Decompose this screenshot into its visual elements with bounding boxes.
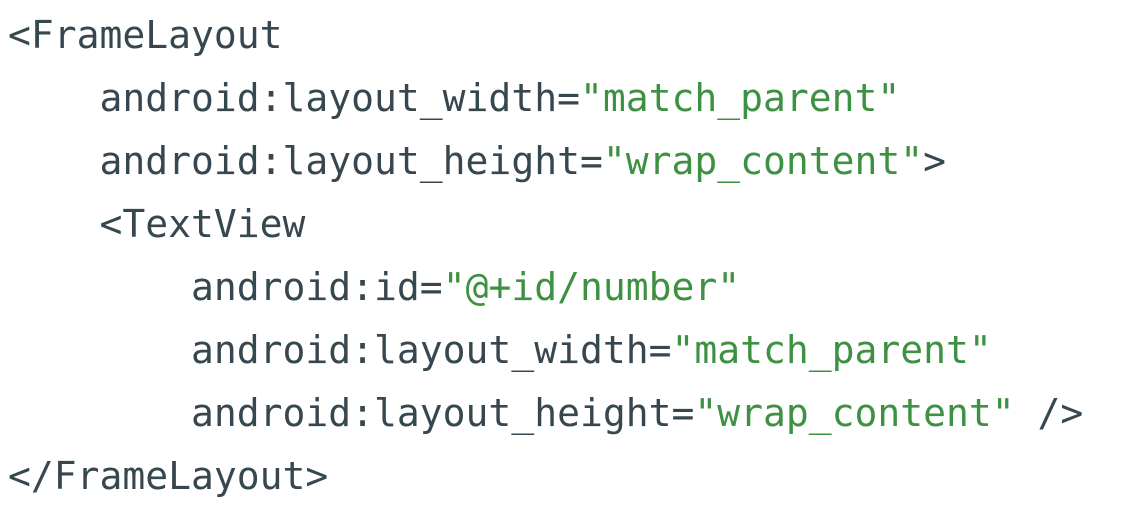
code-token-string: "match_parent" <box>671 328 992 372</box>
code-token-string: "match_parent" <box>579 76 901 120</box>
code-token: android:id= <box>8 265 443 309</box>
code-token-string: "wrap_content" <box>602 139 924 183</box>
code-token: </FrameLayout> <box>8 454 329 498</box>
code-line: android:layout_height="wrap_content"> <box>8 130 1127 193</box>
code-token: <TextView <box>8 202 306 246</box>
code-token: android:layout_width= <box>8 76 580 120</box>
code-token: android:layout_width= <box>8 328 672 372</box>
code-token: /> <box>1014 391 1084 435</box>
code-line: android:id="@+id/number" <box>8 256 1127 319</box>
code-line: <TextView <box>8 193 1127 256</box>
code-token: android:layout_height= <box>8 139 603 183</box>
code-line: </FrameLayout> <box>8 445 1127 508</box>
code-line: <FrameLayout <box>8 4 1127 67</box>
code-token: > <box>923 139 947 183</box>
code-line: android:layout_height="wrap_content" /> <box>8 382 1127 445</box>
code-token-string: "@+id/number" <box>442 265 741 309</box>
code-token: <FrameLayout <box>8 13 283 57</box>
code-token: android:layout_height= <box>8 391 695 435</box>
xml-code-snippet: <FrameLayout android:layout_width="match… <box>8 4 1127 508</box>
code-line: android:layout_width="match_parent" <box>8 319 1127 382</box>
code-token-string: "wrap_content" <box>694 391 1015 435</box>
code-line: android:layout_width="match_parent" <box>8 67 1127 130</box>
